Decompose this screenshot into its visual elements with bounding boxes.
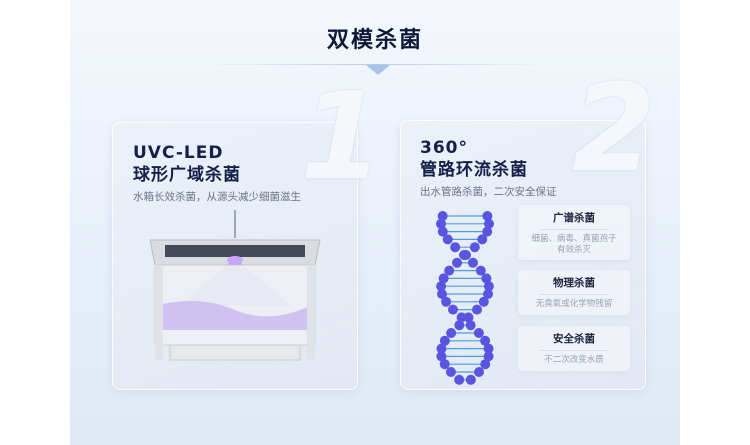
divider bbox=[200, 64, 550, 65]
card-number-watermark: 1 bbox=[300, 68, 384, 207]
dna-node bbox=[482, 211, 493, 221]
dna-node bbox=[436, 218, 447, 229]
dna-node bbox=[474, 367, 485, 377]
feature-broad-spectrum: 广谱杀菌 细菌、病毒、真菌孢子 有效杀灭 bbox=[518, 205, 630, 260]
pipeline-heading-1: 360° bbox=[420, 138, 468, 158]
uvc-subtitle: 水箱长效杀菌，从源头减少细菌滋生 bbox=[133, 191, 301, 203]
dna-node bbox=[452, 257, 463, 268]
dna-node bbox=[481, 273, 492, 284]
dna-node bbox=[450, 242, 461, 253]
dna-node bbox=[437, 226, 448, 237]
dna-node bbox=[439, 359, 450, 370]
page-title: 双模杀菌 bbox=[326, 28, 423, 53]
dna-node bbox=[478, 296, 489, 307]
dna-node bbox=[469, 242, 480, 253]
dna-node bbox=[483, 351, 494, 362]
dna-node bbox=[473, 328, 484, 338]
dna-node bbox=[467, 257, 478, 268]
dna-node bbox=[444, 265, 455, 276]
dna-node bbox=[436, 281, 447, 292]
dna-illustration bbox=[436, 211, 494, 385]
dna-node bbox=[436, 351, 447, 362]
dna-node bbox=[441, 296, 452, 307]
water-tank-illustration bbox=[149, 210, 321, 361]
dna-node bbox=[480, 359, 491, 370]
pipeline-heading-2: 管路环流杀菌 bbox=[420, 160, 528, 180]
feature-desc: 无臭氧或化学物残留 bbox=[535, 299, 613, 309]
dna-node bbox=[480, 335, 491, 346]
dna-node bbox=[471, 304, 482, 315]
dna-node bbox=[439, 335, 450, 346]
dna-node bbox=[454, 374, 465, 385]
dna-node bbox=[436, 343, 447, 354]
feature-title: 安全杀菌 bbox=[540, 331, 608, 351]
dna-node bbox=[483, 281, 494, 292]
feature-desc: 有效杀灭 bbox=[556, 245, 591, 255]
dna-node bbox=[459, 250, 470, 260]
uvc-heading-2: 球形广域杀菌 bbox=[133, 165, 241, 185]
feature-physical: 物理杀菌 无臭氧或化学物残留 bbox=[518, 270, 630, 315]
dna-node bbox=[448, 304, 459, 315]
dna-node bbox=[483, 343, 494, 354]
dna-node bbox=[477, 234, 488, 245]
dna-node bbox=[442, 234, 453, 245]
dna-node bbox=[445, 367, 456, 377]
dna-node bbox=[465, 374, 476, 385]
uvc-heading-1: UVC-LED bbox=[133, 143, 224, 163]
card-number-watermark: 2 bbox=[572, 60, 656, 199]
dna-node bbox=[446, 328, 457, 338]
pipeline-subtitle: 出水管路杀菌，二次安全保证 bbox=[420, 186, 557, 198]
feature-desc: 不二次改变水质 bbox=[544, 355, 604, 365]
dna-node bbox=[475, 265, 486, 276]
dna-node bbox=[463, 312, 474, 323]
feature-title: 广谱杀菌 bbox=[540, 210, 608, 230]
dna-node bbox=[483, 289, 494, 299]
dna-node bbox=[454, 320, 465, 331]
feature-title: 物理杀菌 bbox=[540, 275, 608, 295]
feature-desc: 细菌、病毒、真菌孢子 bbox=[531, 234, 617, 244]
dna-node bbox=[483, 218, 494, 229]
dna-node bbox=[465, 320, 476, 331]
dna-node bbox=[436, 289, 447, 299]
dna-node bbox=[482, 226, 493, 237]
dna-node bbox=[456, 312, 467, 323]
down-triangle-icon bbox=[366, 65, 390, 75]
dna-node bbox=[437, 211, 448, 221]
dna-node bbox=[438, 273, 449, 284]
feature-safe: 安全杀菌 不二次改变水质 bbox=[518, 326, 630, 371]
